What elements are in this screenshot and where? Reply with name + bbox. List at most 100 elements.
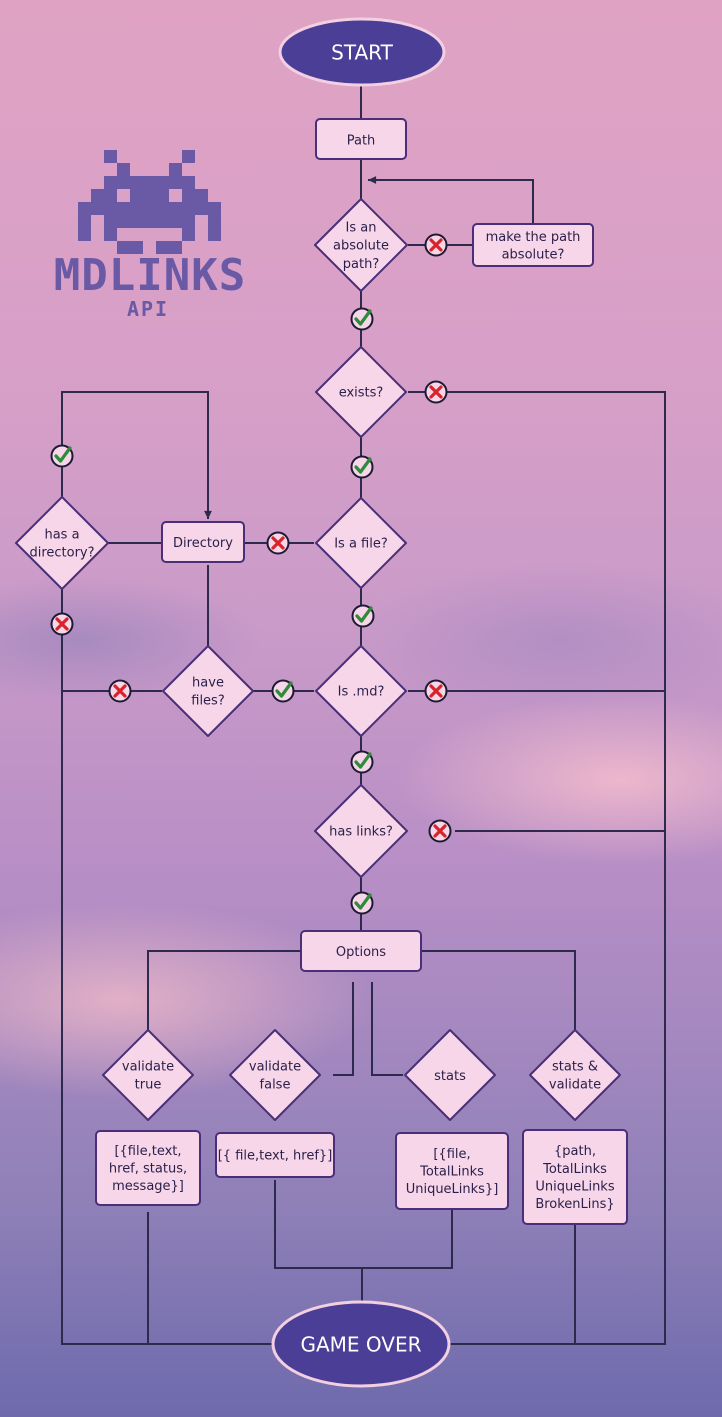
node-label-line: has links? xyxy=(329,825,393,840)
is-md-decision-shape xyxy=(315,645,407,737)
node-label-line: make the path xyxy=(486,230,581,245)
directory-box-box xyxy=(161,521,245,563)
exists-decision-shape xyxy=(315,346,407,438)
has-directory-decision-shape xyxy=(15,496,109,590)
path-box: Path xyxy=(315,118,407,160)
output-validate-true: [{file,text, href, status, message}] xyxy=(95,1130,201,1206)
node-label-line: GAME OVER xyxy=(300,1332,421,1356)
node-label-line: directory? xyxy=(29,546,94,561)
is-md-decision: Is .md? xyxy=(315,645,407,737)
exists-decision: exists? xyxy=(315,346,407,438)
validate-false-decision: validate false xyxy=(229,1029,321,1121)
has-links-decision: has links? xyxy=(314,784,408,878)
line-options-valtrue xyxy=(147,950,301,1030)
node-label-line: Directory xyxy=(173,536,233,551)
check-icon xyxy=(350,307,374,331)
stats-decision: stats xyxy=(404,1029,496,1121)
node-label-line: have xyxy=(192,675,224,690)
cross-icon xyxy=(424,233,448,257)
node-label-line: validate xyxy=(549,1078,601,1093)
node-label-line: [{ file,text, href}] xyxy=(218,1149,333,1164)
node-label-line: UniqueLinks xyxy=(535,1179,614,1194)
output-validate-true-box xyxy=(95,1130,201,1206)
validate-true-decision-shape xyxy=(102,1029,194,1121)
cross-icon xyxy=(428,819,452,843)
stats-validate-decision: stats & validate xyxy=(529,1029,621,1121)
has-links-decision-shape xyxy=(314,784,408,878)
node-label-line: START xyxy=(331,40,393,64)
check-icon xyxy=(350,750,374,774)
node-label-line: true xyxy=(135,1078,162,1093)
stats-validate-decision-shape xyxy=(529,1029,621,1121)
line-has-dir-loop-arrowhead xyxy=(204,510,212,519)
is-absolute-decision-shape xyxy=(314,198,408,292)
node-label-line: absolute? xyxy=(502,247,565,262)
node-label-line: TotalLinks xyxy=(419,1165,484,1180)
node-label-line: has a xyxy=(44,527,79,542)
options-box: Options xyxy=(300,930,422,972)
line-options-valfalse xyxy=(333,982,354,1076)
start-terminal-shape xyxy=(278,17,446,87)
cross-icon xyxy=(424,380,448,404)
output-validate-false-box xyxy=(215,1132,335,1178)
make-absolute-box: make the path absolute? xyxy=(472,223,594,267)
validate-false-decision-shape xyxy=(229,1029,321,1121)
have-files-decision: have files? xyxy=(162,645,254,737)
line-has-dir-loop xyxy=(61,391,209,519)
line-out-join xyxy=(274,1180,453,1269)
node-label-line: validate xyxy=(249,1059,301,1074)
node-label-line: stats & xyxy=(552,1059,598,1074)
node-label-line: message}] xyxy=(112,1179,184,1194)
node-label-line: [{file, xyxy=(433,1147,470,1162)
cross-icon xyxy=(108,679,132,703)
node-label-line: stats xyxy=(434,1069,466,1084)
line-make-absolute-return-arrowhead xyxy=(368,176,377,184)
path-box-box xyxy=(315,118,407,160)
node-label-line: absolute xyxy=(333,239,389,254)
cross-icon xyxy=(424,679,448,703)
node-label-line: exists? xyxy=(339,386,384,401)
node-label-line: [{file,text, xyxy=(114,1144,181,1159)
stats-decision-shape xyxy=(404,1029,496,1121)
is-absolute-decision: Is an absolute path? xyxy=(314,198,408,292)
is-file-decision-shape xyxy=(315,497,407,589)
directory-box: Directory xyxy=(161,521,245,563)
options-box-box xyxy=(300,930,422,972)
node-label-line: path? xyxy=(343,257,379,272)
is-file-decision: Is a file? xyxy=(315,497,407,589)
make-absolute-box-box xyxy=(472,223,594,267)
node-label-line: href, status, xyxy=(109,1162,187,1177)
check-icon xyxy=(271,679,295,703)
output-stats-validate-box xyxy=(522,1129,628,1225)
decision-markers xyxy=(50,233,452,915)
have-files-decision-shape xyxy=(162,645,254,737)
node-label-line: Is an xyxy=(346,220,377,235)
game-over-terminal: GAME OVER xyxy=(271,1300,451,1388)
connector-lines xyxy=(61,86,666,1345)
node-label-line: Is .md? xyxy=(338,685,385,700)
line-options-statsval xyxy=(422,950,576,1030)
node-label-line: UniqueLinks}] xyxy=(406,1182,499,1197)
line-options-stats xyxy=(371,982,403,1076)
cross-icon xyxy=(266,531,290,555)
check-icon xyxy=(350,455,374,479)
output-validate-false: [{ file,text, href}] xyxy=(215,1132,335,1178)
line-make-absolute-return xyxy=(368,179,534,225)
line-out-valtrue xyxy=(147,1212,272,1345)
node-label-line: TotalLinks xyxy=(542,1162,607,1177)
node-label-line: files? xyxy=(191,694,224,709)
cross-icon xyxy=(50,612,74,636)
node-label-line: Is a file? xyxy=(334,537,388,552)
check-icon xyxy=(350,891,374,915)
start-terminal: START xyxy=(278,17,446,87)
node-label-line: Path xyxy=(347,133,376,148)
node-label-line: BrokenLins} xyxy=(535,1197,614,1212)
check-icon xyxy=(50,444,74,468)
node-label-line: false xyxy=(260,1078,291,1093)
check-icon xyxy=(351,604,375,628)
